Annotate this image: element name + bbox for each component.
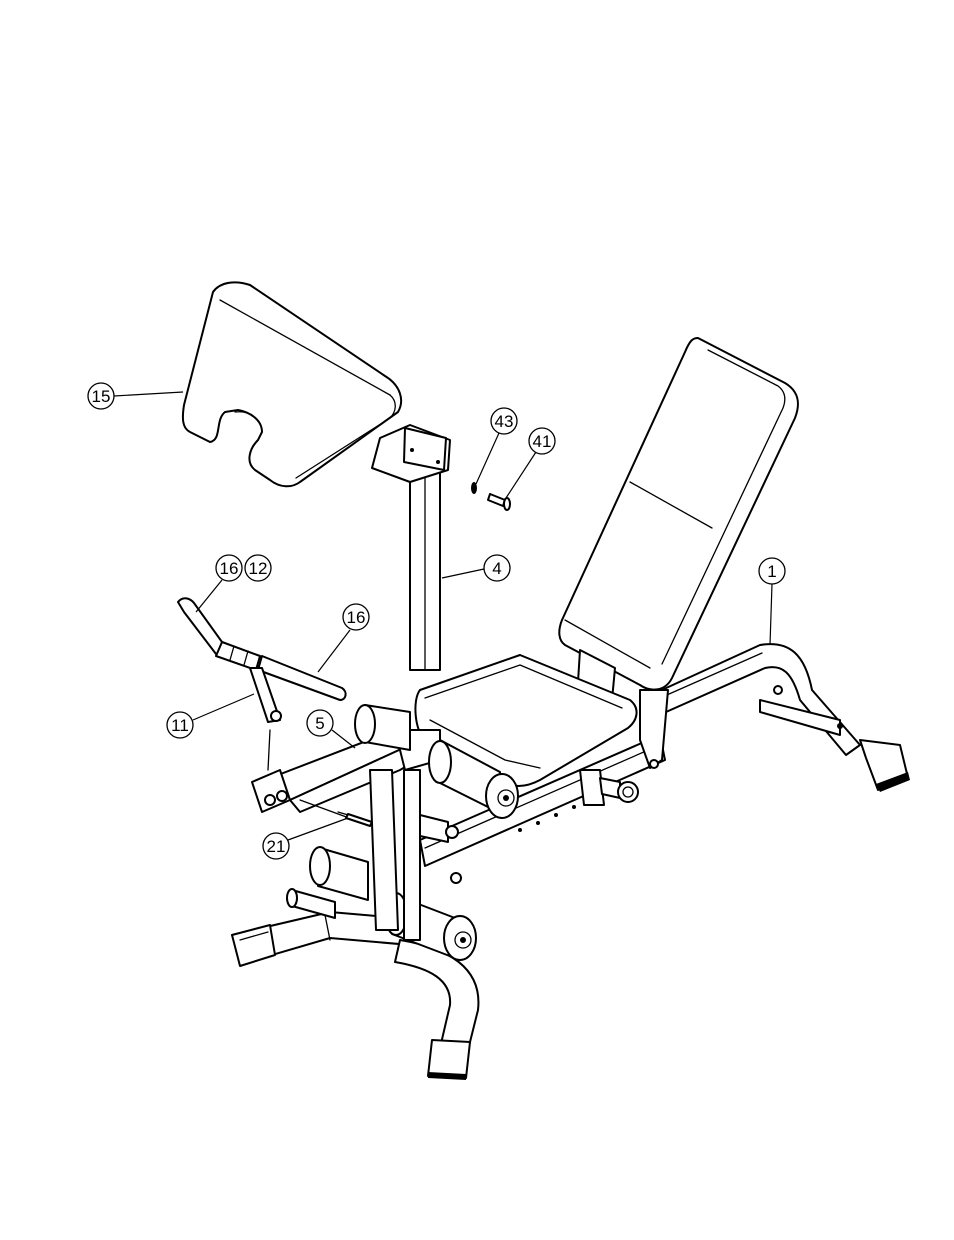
callout-43: 43 — [476, 408, 517, 484]
callout-21-label: 21 — [267, 837, 286, 856]
arm-curl-post — [372, 425, 450, 670]
callout-1: 1 — [759, 558, 785, 645]
callout-12: 12 — [245, 555, 271, 581]
callout-11-label: 11 — [171, 716, 189, 735]
callout-15-label: 15 — [92, 387, 111, 406]
callout-11: 11 — [167, 694, 254, 738]
callout-16a-label: 16 — [220, 559, 239, 578]
callout-15: 15 — [88, 383, 183, 409]
callout-1-label: 1 — [767, 562, 776, 581]
callout-16-handle-bar: 16 — [318, 604, 369, 672]
callout-12-label: 12 — [249, 559, 268, 578]
callout-4-label: 4 — [492, 559, 501, 578]
rear-base-frame — [640, 644, 910, 792]
callout-16b-label: 16 — [347, 608, 366, 627]
callout-4: 4 — [442, 555, 510, 581]
callout-41: 41 — [506, 428, 555, 498]
callout-5: 5 — [307, 710, 355, 748]
callout-41-label: 41 — [533, 432, 552, 451]
preacher-handle — [178, 598, 346, 770]
callout-16-handle-grip: 16 — [196, 555, 242, 612]
callout-43-label: 43 — [495, 412, 514, 431]
callout-5-label: 5 — [315, 714, 324, 733]
arm-curl-pad — [183, 282, 401, 486]
